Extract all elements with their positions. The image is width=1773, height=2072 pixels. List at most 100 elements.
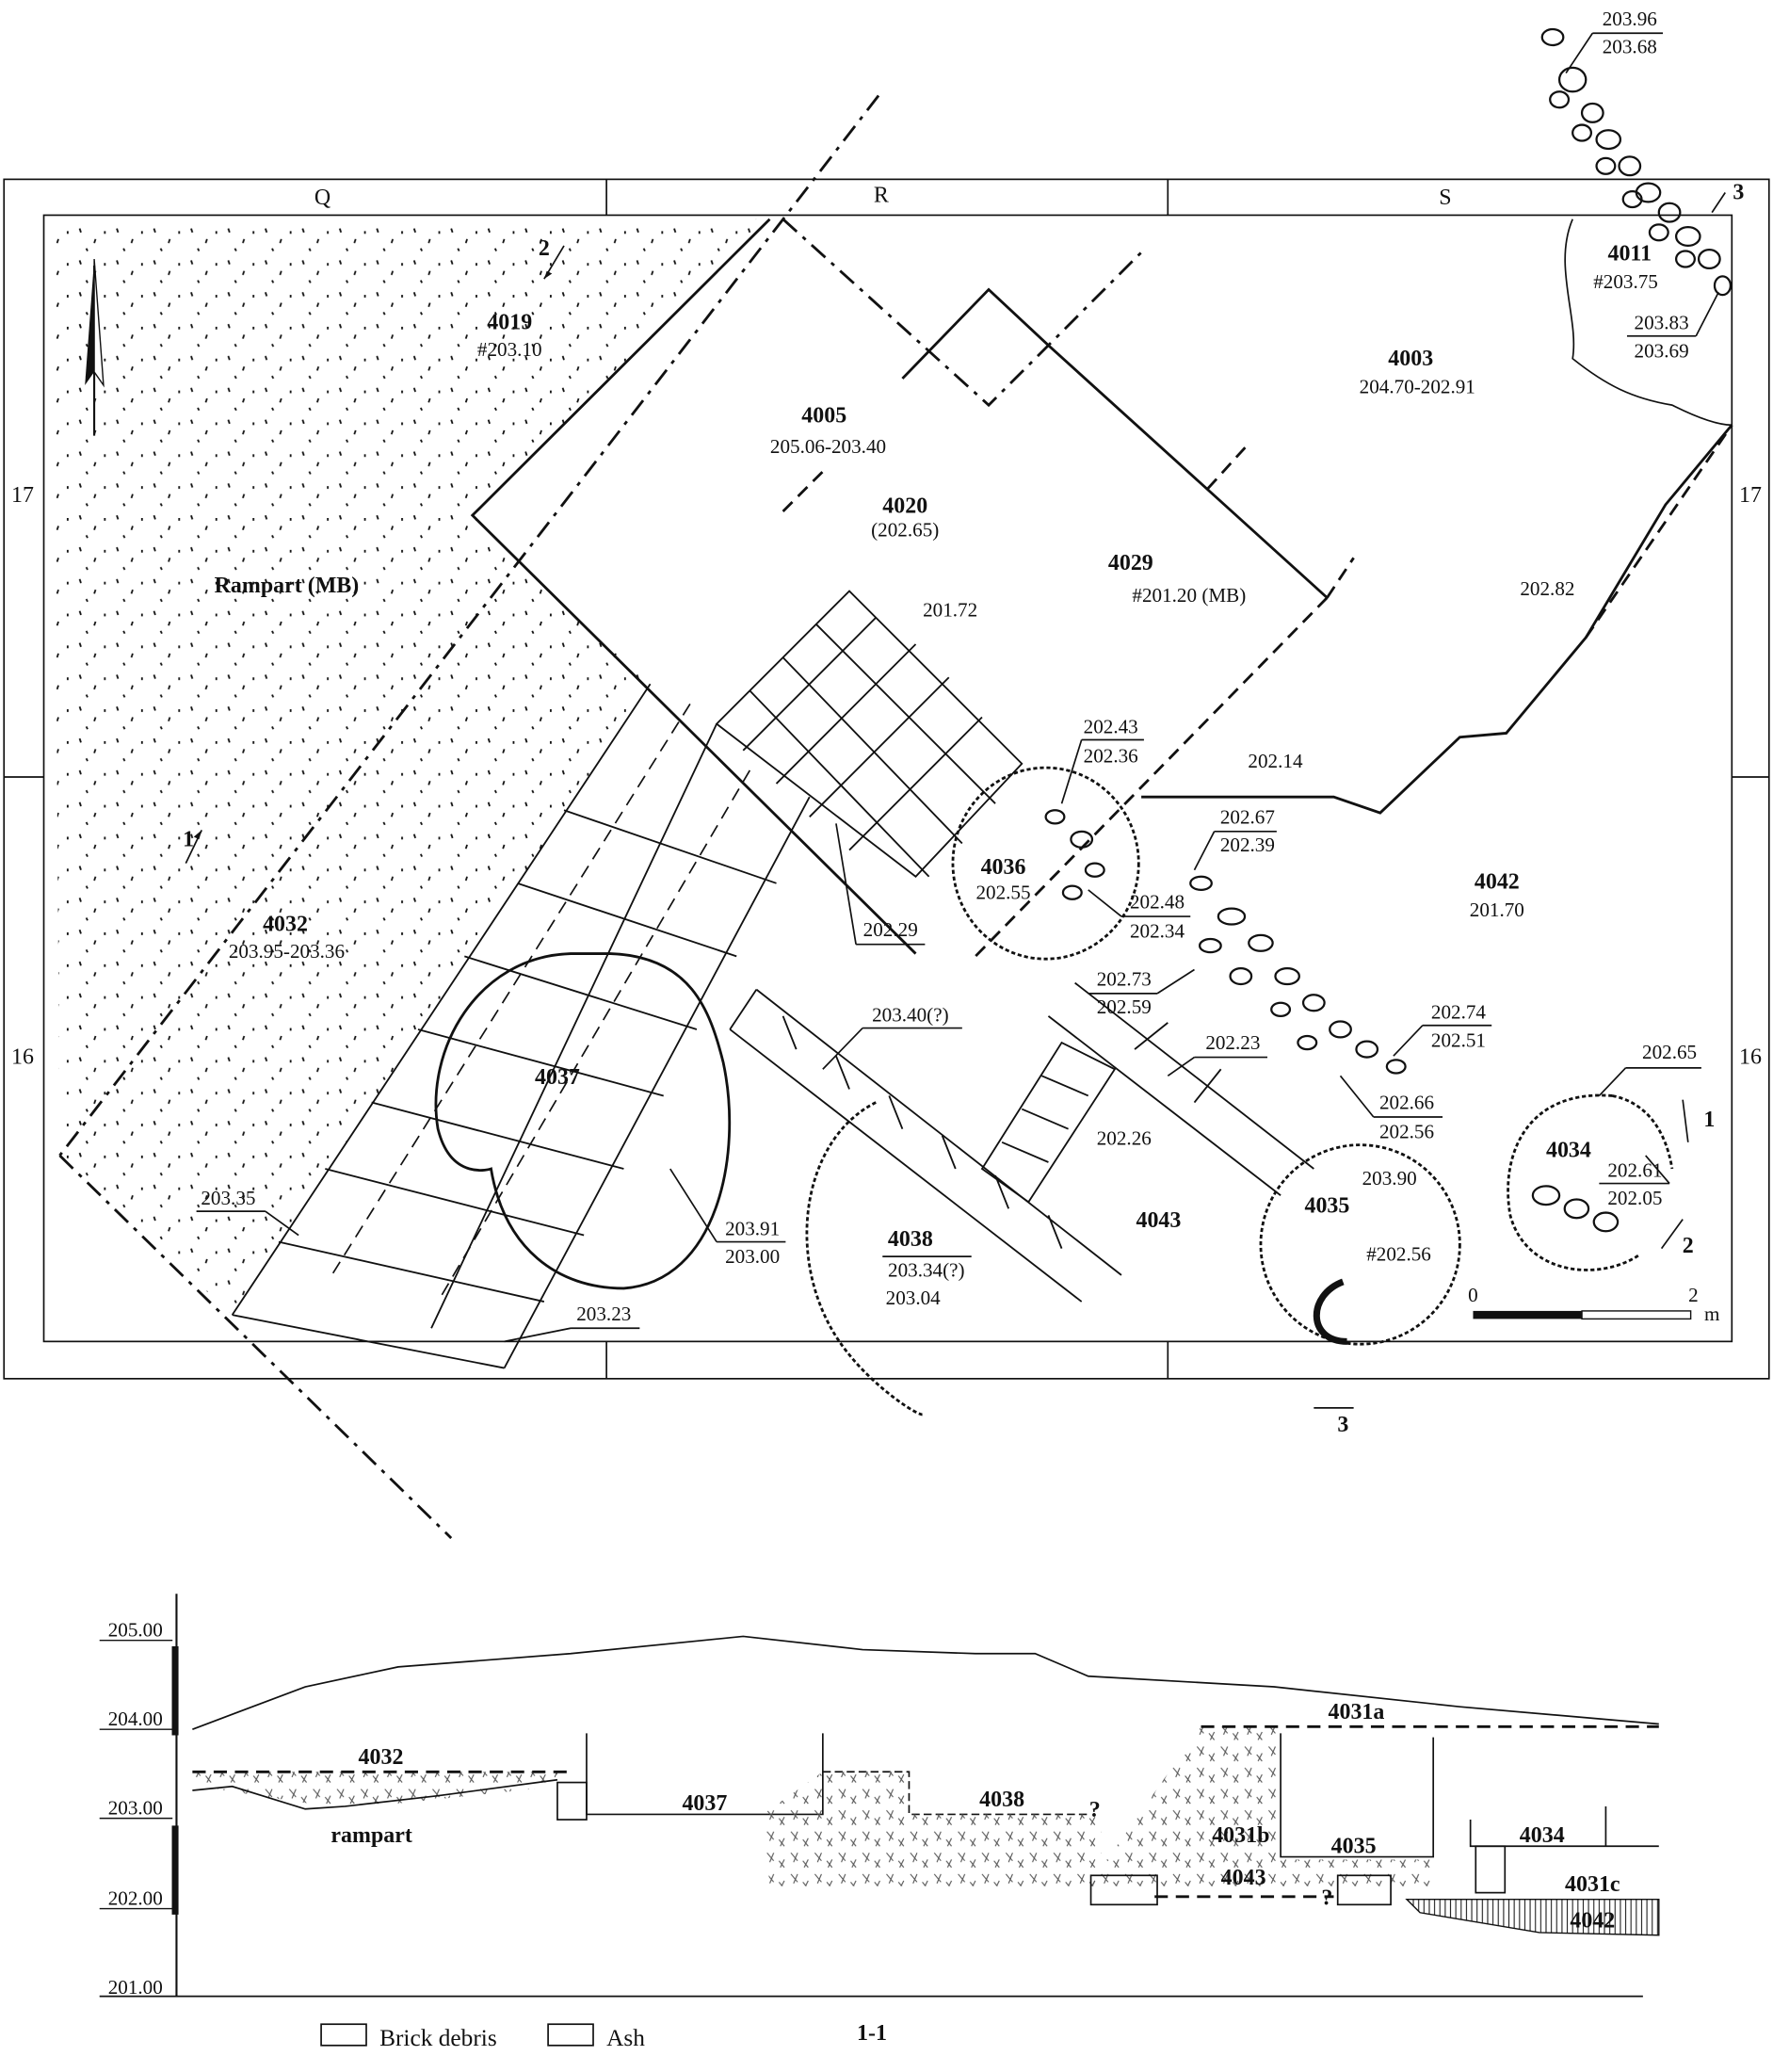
elevation: 202.73 [1097,967,1152,990]
section-1-1: 205.00 204.00 203.00 202.00 201.00 4032 … [99,1594,1660,2051]
leader-lines [196,32,1719,1343]
grid-col-q: Q [314,186,330,210]
scale-unit: m [1704,1303,1720,1325]
section-marker-3b: 3 [1337,1413,1348,1437]
pit-4011-edge [1564,219,1733,427]
locus-4003: 4003 [1388,347,1433,371]
ash-layer-4042 [1405,1898,1660,1936]
elevation: 201.72 [923,598,977,621]
grid-row-17-left: 17 [11,483,34,508]
scale-start: 0 [1468,1284,1478,1306]
locus-elev: 204.70-202.91 [1360,375,1475,397]
elevation: 202.43 [1084,715,1138,737]
grid-col-r: R [874,183,889,207]
section-label-4038: 4038 [979,1788,1024,1812]
scale-bar: 0 2 m [1468,1284,1720,1325]
north-arrow-icon [85,258,105,436]
pit-4035 [1259,1143,1461,1346]
wall-4042-outline [1141,424,1733,815]
elevation: 202.05 [1607,1187,1662,1209]
locus-elev: 201.70 [1470,898,1524,921]
brick-wall-4032 [231,683,811,1369]
locus-elev: #201.20 (MB) [1132,584,1246,607]
section-label-4043: 4043 [1221,1866,1266,1890]
section-label-4037: 4037 [682,1791,727,1816]
section-title: 1-1 [857,2021,887,2046]
locus-elev: (202.65) [871,519,939,542]
elevation: 202.56 [1379,1121,1434,1143]
section-label-4042: 4042 [1570,1908,1615,1933]
locus-4034: 4034 [1546,1138,1591,1162]
grid-row-16-left: 16 [11,1045,34,1070]
elevation: 202.59 [1097,996,1152,1018]
elevation-readings: 201.72 202.82 202.14 202.43 202.36 202.6… [201,8,1697,1325]
pit-4037 [434,952,732,1290]
elevation: 203.00 [725,1245,780,1268]
locus-4038: 4038 [888,1227,933,1252]
elevation: 202.61 [1607,1158,1662,1181]
pit-4038 [805,1101,923,1416]
y-tick: 204.00 [108,1708,163,1730]
trench-edge-line [58,1154,453,1540]
locus-elev: #203.75 [1593,270,1658,293]
elevation: 202.65 [1642,1041,1697,1063]
elevation: 203.23 [576,1303,631,1325]
section-label-question: ? [1089,1798,1101,1822]
locus-4036: 4036 [981,855,1026,880]
pit-4034 [1612,1094,1674,1170]
locus-elev: 203.04 [886,1287,942,1309]
wall-4005-outline [470,218,917,955]
wall-dashes [782,444,1355,958]
locus-elev: 203.95-203.36 [229,940,345,963]
legend-ash-swatch [547,2023,594,2047]
locus-elev: 205.06-203.40 [770,435,886,458]
locus-4035: 4035 [1304,1194,1349,1219]
grid-frame: Q R S 17 17 16 16 [3,178,1770,1380]
y-tick: 202.00 [108,1886,163,1909]
trench-edge-line [58,94,880,1157]
elevation: 203.68 [1603,35,1657,57]
y-tick: 201.00 [108,1976,163,1999]
elevation: 203.90 [1362,1167,1417,1190]
y-tick: 205.00 [108,1618,163,1641]
wall-4029-outline [901,287,1329,599]
section-marker-1: 1 [183,827,194,851]
brick-wall-4043 [980,1041,1117,1204]
section-label-4031a: 4031a [1329,1700,1385,1724]
brick-wall-4038 [729,988,1122,1303]
section-marker-3: 3 [1733,181,1744,205]
brick-pavement [715,590,1024,879]
locus-4005: 4005 [801,403,846,428]
elevation: 202.51 [1431,1028,1486,1051]
brick-debris-4031b [1088,1726,1434,1886]
elevation: 202.39 [1220,834,1275,856]
y-tick: 203.00 [108,1796,163,1819]
section-label-4031b: 4031b [1212,1823,1269,1848]
locus-4042: 4042 [1475,869,1520,894]
locus-4029: 4029 [1108,551,1153,575]
rampart-label: Rampart (MB) [215,574,360,598]
grid-col-s: S [1439,186,1451,210]
legend: Brick debris Ash [320,2023,645,2051]
section-marker-2b: 2 [1683,1234,1694,1258]
wall-4042-dash [1585,424,1733,639]
elevation: 203.69 [1635,339,1689,362]
elevation: 203.35 [201,1187,255,1209]
section-label-4035: 4035 [1331,1834,1377,1858]
locus-elev: #202.56 [1366,1242,1431,1265]
section-label-rampart: rampart [330,1823,411,1848]
legend-brick-debris-swatch [320,2023,367,2047]
stone-alignment [1044,27,1733,1233]
elevation: 203.83 [1635,312,1689,334]
brick-debris-4032 [192,1772,557,1809]
legend-brick-debris: Brick debris [379,2025,497,2051]
elevation: 202.29 [863,918,918,941]
legend-ash: Ash [606,2025,645,2051]
locus-elev: 203.34(?) [888,1258,965,1281]
brick-feature [1336,1874,1392,1906]
locus-4032: 4032 [263,913,308,937]
elevation: 202.34 [1130,920,1185,943]
elevation: 202.23 [1205,1031,1260,1054]
elevation: 202.48 [1130,891,1185,914]
section-label-4034: 4034 [1520,1823,1565,1848]
